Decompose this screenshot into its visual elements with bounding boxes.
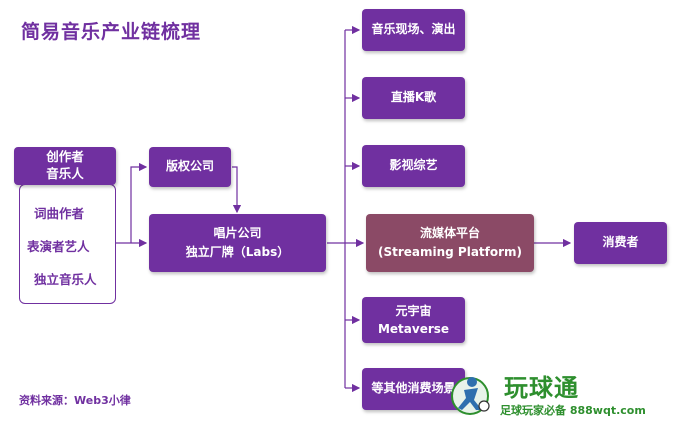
channel-other-label: 等其他消费场景 bbox=[371, 381, 456, 396]
channel-metaverse-box: 元宇宙 Metaverse bbox=[362, 297, 465, 343]
channel-film-box: 影视综艺 bbox=[362, 145, 465, 187]
channel-livestream-box: 直播K歌 bbox=[362, 77, 465, 119]
creator-header-box: 创作者 音乐人 bbox=[14, 147, 116, 185]
channel-film-label: 影视综艺 bbox=[389, 158, 438, 173]
record-label-box: 唱片公司 独立厂牌（Labs） bbox=[149, 214, 326, 272]
creator-item-performer: 表演者艺人 bbox=[27, 239, 90, 254]
creator-group-frame bbox=[19, 184, 116, 304]
consumer-box: 消费者 bbox=[574, 222, 667, 264]
source-note: 资料来源：Web3小律 bbox=[19, 394, 131, 407]
channel-other-box: 等其他消费场景 bbox=[362, 368, 465, 410]
record-label-line1: 唱片公司 bbox=[213, 225, 262, 240]
creator-header-line2: 音乐人 bbox=[46, 166, 84, 181]
channel-livestream-label: 直播K歌 bbox=[390, 90, 437, 105]
watermark-tagline: 足球玩家必备 888wqt.com bbox=[500, 404, 646, 417]
watermark: 玩球通 足球玩家必备 888wqt.com bbox=[448, 368, 692, 423]
watermark-brand: 玩球通 bbox=[504, 374, 579, 402]
creator-item-indie-musician: 独立音乐人 bbox=[34, 272, 97, 287]
watermark-logo-icon bbox=[451, 377, 490, 415]
channel-live-box: 音乐现场、演出 bbox=[362, 9, 465, 51]
arrow-copyright-to-label bbox=[232, 166, 242, 214]
copyright-company-label: 版权公司 bbox=[165, 159, 214, 174]
channel-metaverse-line1: 元宇宙 bbox=[395, 304, 432, 318]
streaming-platform-line1: 流媒体平台 bbox=[419, 225, 480, 240]
creator-header-line1: 创作者 bbox=[46, 149, 84, 165]
record-label-line2: 独立厂牌（Labs） bbox=[185, 245, 290, 259]
channel-metaverse-line2: Metaverse bbox=[377, 322, 450, 336]
streaming-platform-box: 流媒体平台 (Streaming Platform) bbox=[366, 214, 534, 272]
arrow-creator-to-copyright bbox=[130, 162, 148, 243]
copyright-company-box: 版权公司 bbox=[149, 147, 231, 187]
streaming-platform-line2: (Streaming Platform) bbox=[377, 245, 523, 259]
page-title: 简易音乐产业链梳理 bbox=[21, 21, 202, 43]
channel-live-label: 音乐现场、演出 bbox=[371, 22, 456, 37]
creator-item-songwriter: 词曲作者 bbox=[34, 206, 85, 221]
consumer-label: 消费者 bbox=[602, 235, 639, 250]
